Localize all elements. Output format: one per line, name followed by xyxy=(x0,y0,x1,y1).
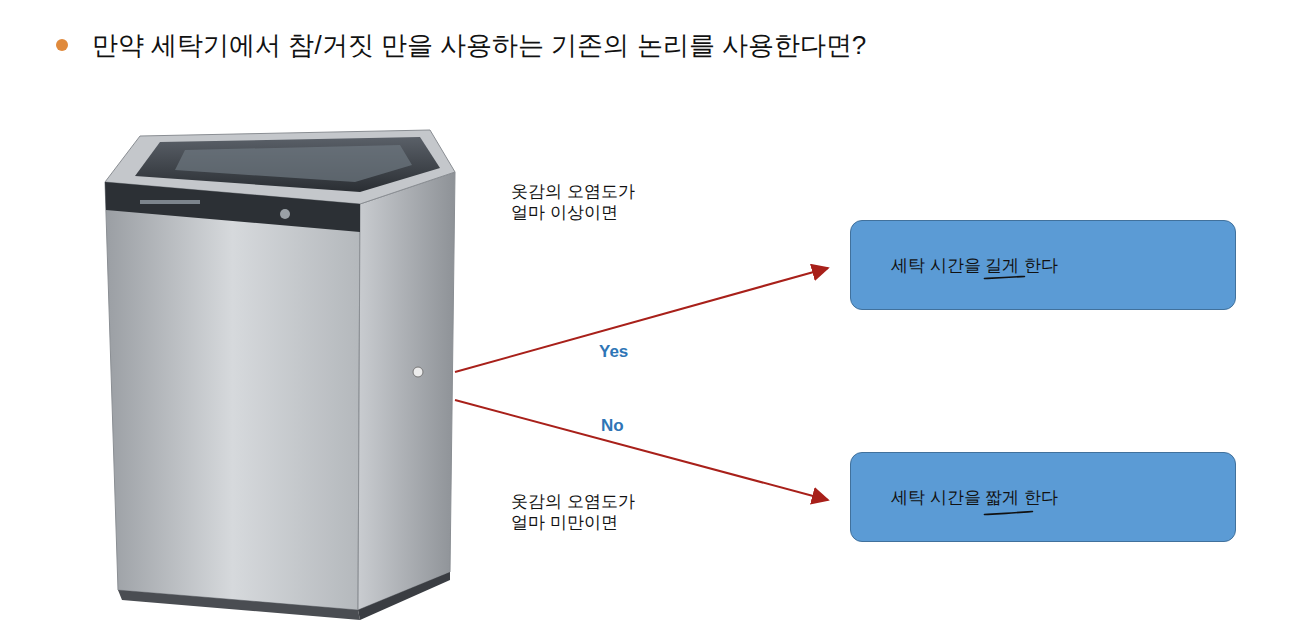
branch-label: No xyxy=(598,414,627,437)
underline-stroke xyxy=(984,277,1024,279)
washing-machine xyxy=(105,130,455,620)
machine-front xyxy=(105,182,360,610)
condition-note: 옷감의 오염도가 얼마 이상이면 xyxy=(508,180,654,225)
panel-buttons xyxy=(140,200,200,204)
logo xyxy=(413,367,423,377)
box-text: 세탁 시간을 짧게 한다 xyxy=(891,486,1058,509)
glass-lid xyxy=(135,137,440,192)
branch-label: Yes xyxy=(596,340,631,363)
bullet xyxy=(56,39,68,51)
condition-note: 옷감의 오염도가 얼마 미만이면 xyxy=(508,490,654,535)
lid-window xyxy=(175,145,412,182)
dial xyxy=(280,209,290,219)
underline-stroke xyxy=(984,512,1032,515)
arrow xyxy=(455,268,828,372)
control-panel xyxy=(105,182,360,232)
box-text: 세탁 시간을 길게 한다 xyxy=(891,254,1058,277)
arrow xyxy=(455,400,828,500)
slide-title: 만약 세탁기에서 참/거짓 만을 사용하는 기존의 논리를 사용한다면? xyxy=(92,28,866,63)
process-box: 세탁 시간을 길게 한다 xyxy=(850,220,1236,310)
machine-base xyxy=(118,590,360,620)
process-box: 세탁 시간을 짧게 한다 xyxy=(850,452,1236,542)
machine-base xyxy=(358,572,450,620)
machine-side xyxy=(358,172,455,610)
